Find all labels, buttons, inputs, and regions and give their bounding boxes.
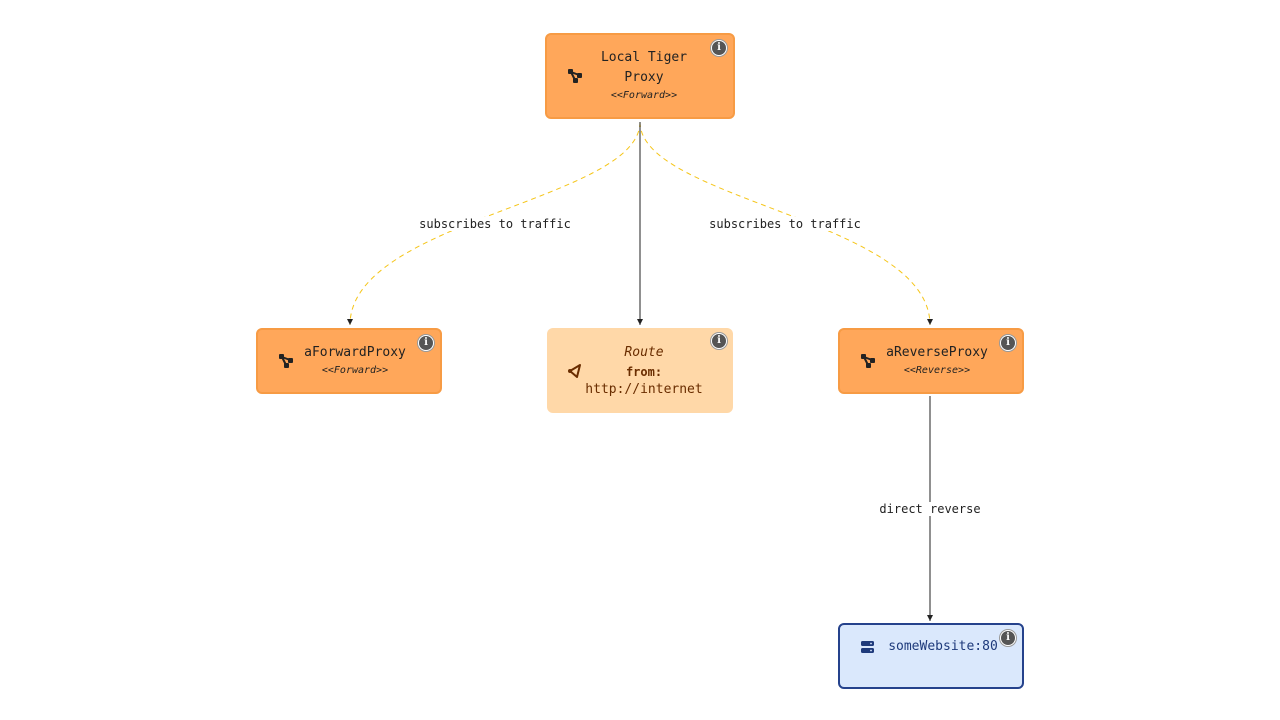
proxy-icon <box>568 69 582 83</box>
node-some-website[interactable]: someWebsite:80 i <box>838 623 1024 689</box>
route-from-label: from: <box>625 364 663 379</box>
info-icon[interactable]: i <box>418 335 434 351</box>
server-icon <box>861 641 874 653</box>
node-reverse-proxy[interactable]: aReverseProxy <<Reverse>> i <box>838 328 1024 394</box>
node-stereotype: <<Forward>> <box>610 90 678 101</box>
info-icon[interactable]: i <box>1000 630 1016 646</box>
edge-label-direct-reverse: direct reverse <box>877 502 983 516</box>
proxy-icon <box>861 354 875 368</box>
proxy-icon <box>279 354 293 368</box>
edge-label-subscribe-right: subscribes to traffic <box>707 217 863 231</box>
node-forward-proxy[interactable]: aForwardProxy <<Forward>> i <box>256 328 442 394</box>
node-stereotype: <<Forward>> <box>321 365 389 376</box>
node-title: Route <box>624 344 664 360</box>
node-title: aForwardProxy <box>304 345 406 360</box>
node-title: aReverseProxy <box>886 345 988 360</box>
route-icon <box>568 363 581 378</box>
node-route[interactable]: Route from: http://internet i <box>547 328 733 413</box>
route-from-value: http://internet <box>585 381 703 397</box>
edge-label-subscribe-left: subscribes to traffic <box>417 217 573 231</box>
node-title: Local Tiger Proxy <box>600 50 688 85</box>
info-icon[interactable]: i <box>1000 335 1016 351</box>
info-icon[interactable]: i <box>711 333 727 349</box>
info-icon[interactable]: i <box>711 40 727 56</box>
node-title: someWebsite:80 <box>888 639 998 654</box>
node-stereotype: <<Reverse>> <box>903 365 971 376</box>
node-local-tiger-proxy[interactable]: Local Tiger Proxy <<Forward>> i <box>545 33 735 119</box>
